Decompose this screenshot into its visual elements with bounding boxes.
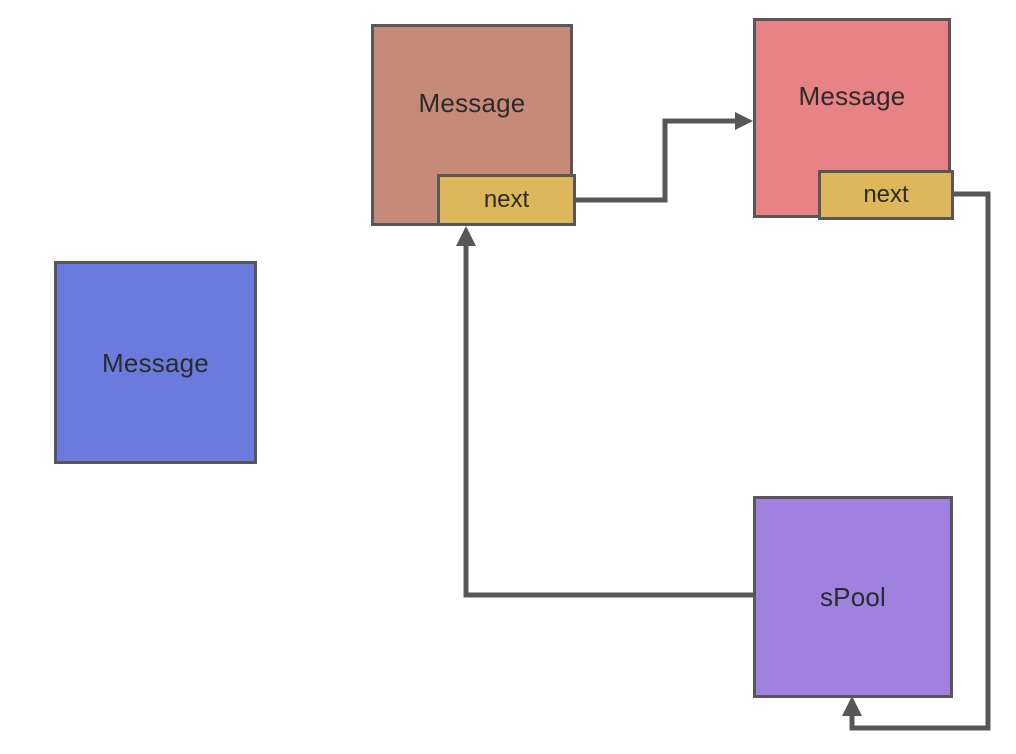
message-node-first-label: Message — [418, 88, 526, 118]
edge-next1-to-msg2 — [576, 112, 753, 203]
spool-node[interactable]: sPool — [753, 496, 953, 698]
edge-spool-to-next1 — [456, 226, 753, 598]
message-node-free-label: Message — [102, 347, 209, 378]
next-field-first-label: next — [483, 186, 530, 213]
spool-node-label: sPool — [819, 582, 887, 612]
next-field-second[interactable]: next — [818, 170, 954, 220]
message-node-free[interactable]: Message — [54, 261, 257, 464]
message-node-second-label: Message — [798, 81, 906, 111]
next-field-second-label: next — [863, 181, 909, 208]
next-field-first[interactable]: next — [437, 174, 576, 226]
